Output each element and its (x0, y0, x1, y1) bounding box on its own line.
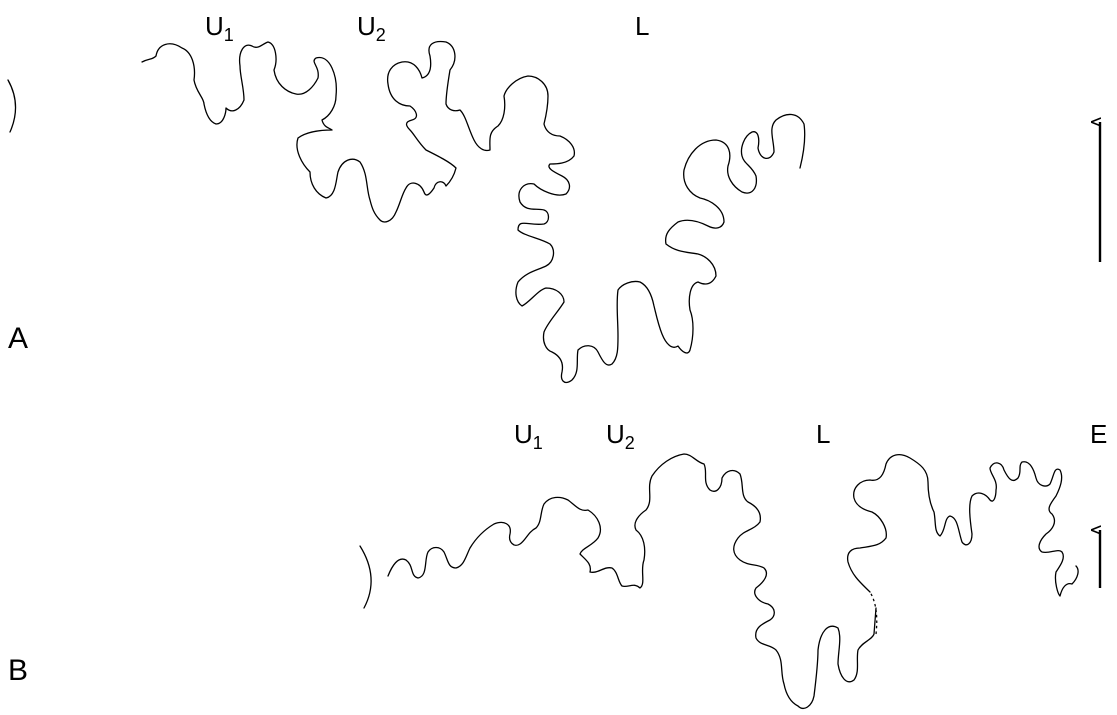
panel-a-venter-line (7, 79, 17, 133)
panel-a-letter: A (8, 322, 28, 355)
panel-b-dashed-segment (869, 591, 878, 635)
panel-a-label-u2: U2 (357, 11, 386, 45)
panel-b-suture-line-right (846, 453, 1079, 597)
panel-b-venter-line (359, 545, 372, 609)
panel-b-letter: B (8, 654, 28, 687)
panel-b-suture-line (387, 453, 877, 710)
panel-b-label-u1: U1 (514, 419, 543, 453)
panel-b: B U1 U2 L E (8, 419, 1107, 710)
panel-b-label-u2: U2 (606, 419, 635, 453)
panel-a: A U1 U2 L (7, 11, 1102, 384)
panel-b-label-e: E (1090, 419, 1107, 449)
panel-a-suture-line (141, 40, 806, 384)
panel-a-label-l: L (635, 11, 649, 41)
panel-a-label-u1: U1 (205, 11, 234, 45)
panel-b-label-l: L (816, 419, 830, 449)
